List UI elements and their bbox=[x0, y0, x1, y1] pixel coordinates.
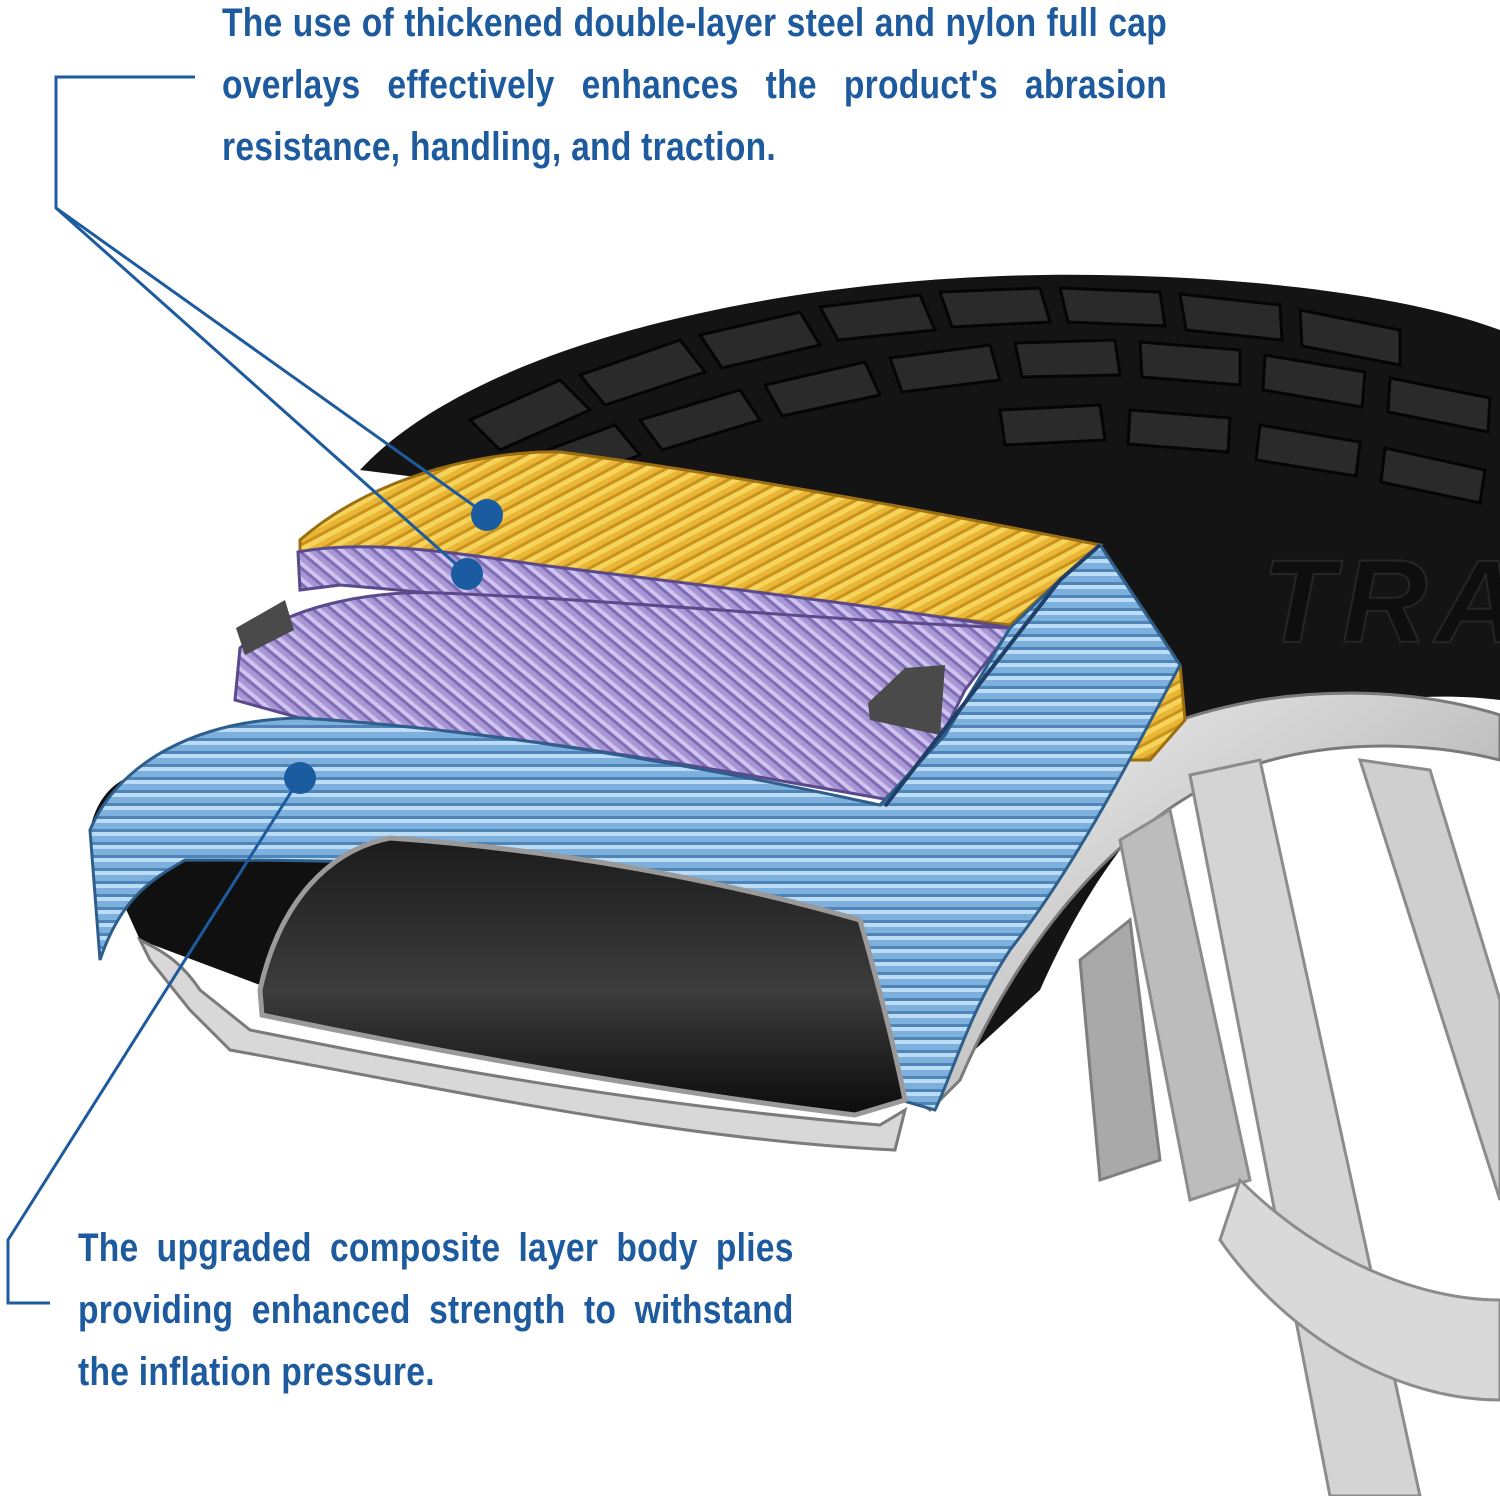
callout-leader-bottom bbox=[6, 777, 302, 1305]
svg-text:TRA: TRA bbox=[1262, 536, 1500, 668]
sidewall-brand: TRA bbox=[1261, 535, 1500, 669]
marker-cap-overlay bbox=[471, 499, 503, 531]
marker-body-ply bbox=[284, 762, 316, 794]
wheel-rim bbox=[898, 691, 1500, 1496]
marker-steel-belt bbox=[451, 558, 483, 590]
inner-liner bbox=[136, 835, 908, 1152]
callout-body-ply-text: The upgraded composite layer body plies … bbox=[78, 1226, 794, 1394]
tread-pattern bbox=[467, 286, 1492, 505]
callout-cap-overlay-text: The use of thickened double-layer steel … bbox=[222, 1, 1167, 169]
callout-leader-top bbox=[54, 75, 488, 576]
